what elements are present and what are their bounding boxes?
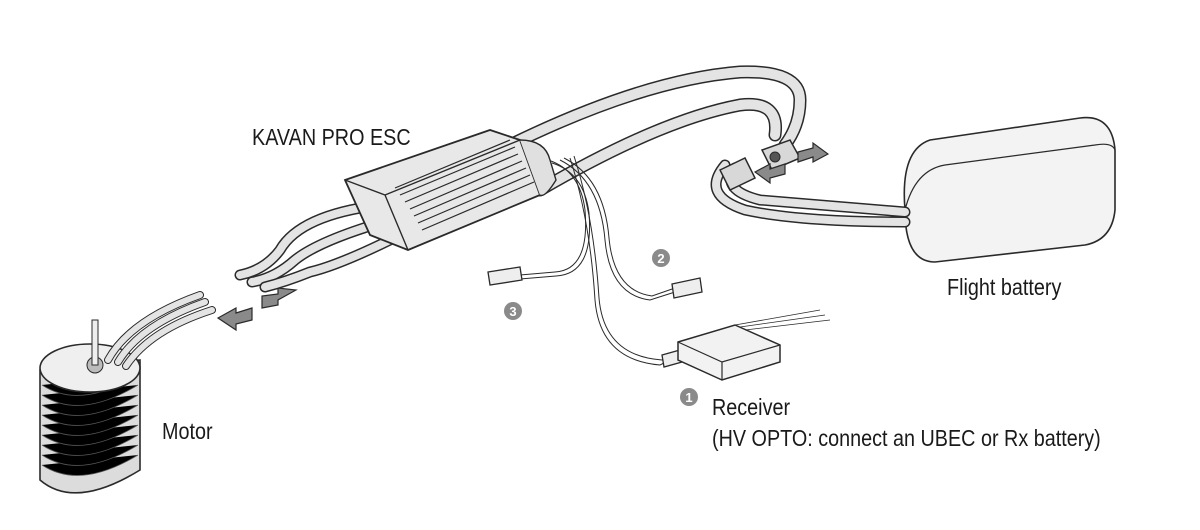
arrow-icon — [216, 306, 253, 332]
connect-arrows — [216, 141, 830, 332]
marker-3: 3 — [504, 302, 522, 320]
motor-label: Motor — [162, 418, 213, 444]
arrow-icon — [797, 141, 830, 163]
marker-2: 2 — [652, 249, 670, 267]
motor — [39, 291, 216, 494]
flight-battery — [903, 116, 1116, 263]
signal-wires — [519, 155, 676, 366]
battery-label: Flight battery — [947, 274, 1062, 300]
marker-1: 1 — [680, 388, 698, 406]
receiver — [677, 309, 831, 381]
battery-connector — [718, 139, 802, 191]
receiver-label: Receiver — [712, 394, 791, 420]
svg-text:1: 1 — [685, 390, 692, 405]
svg-text:2: 2 — [657, 251, 664, 266]
receiver-note: (HV OPTO: connect an UBEC or Rx battery) — [712, 425, 1101, 451]
servo-plugs — [487, 266, 703, 368]
esc-body — [343, 129, 557, 251]
motor-leads — [234, 199, 406, 293]
esc-power-cables — [493, 65, 807, 197]
arrow-icon — [753, 163, 786, 185]
esc-label: KAVAN PRO ESC — [252, 124, 411, 150]
svg-text:3: 3 — [509, 304, 516, 319]
